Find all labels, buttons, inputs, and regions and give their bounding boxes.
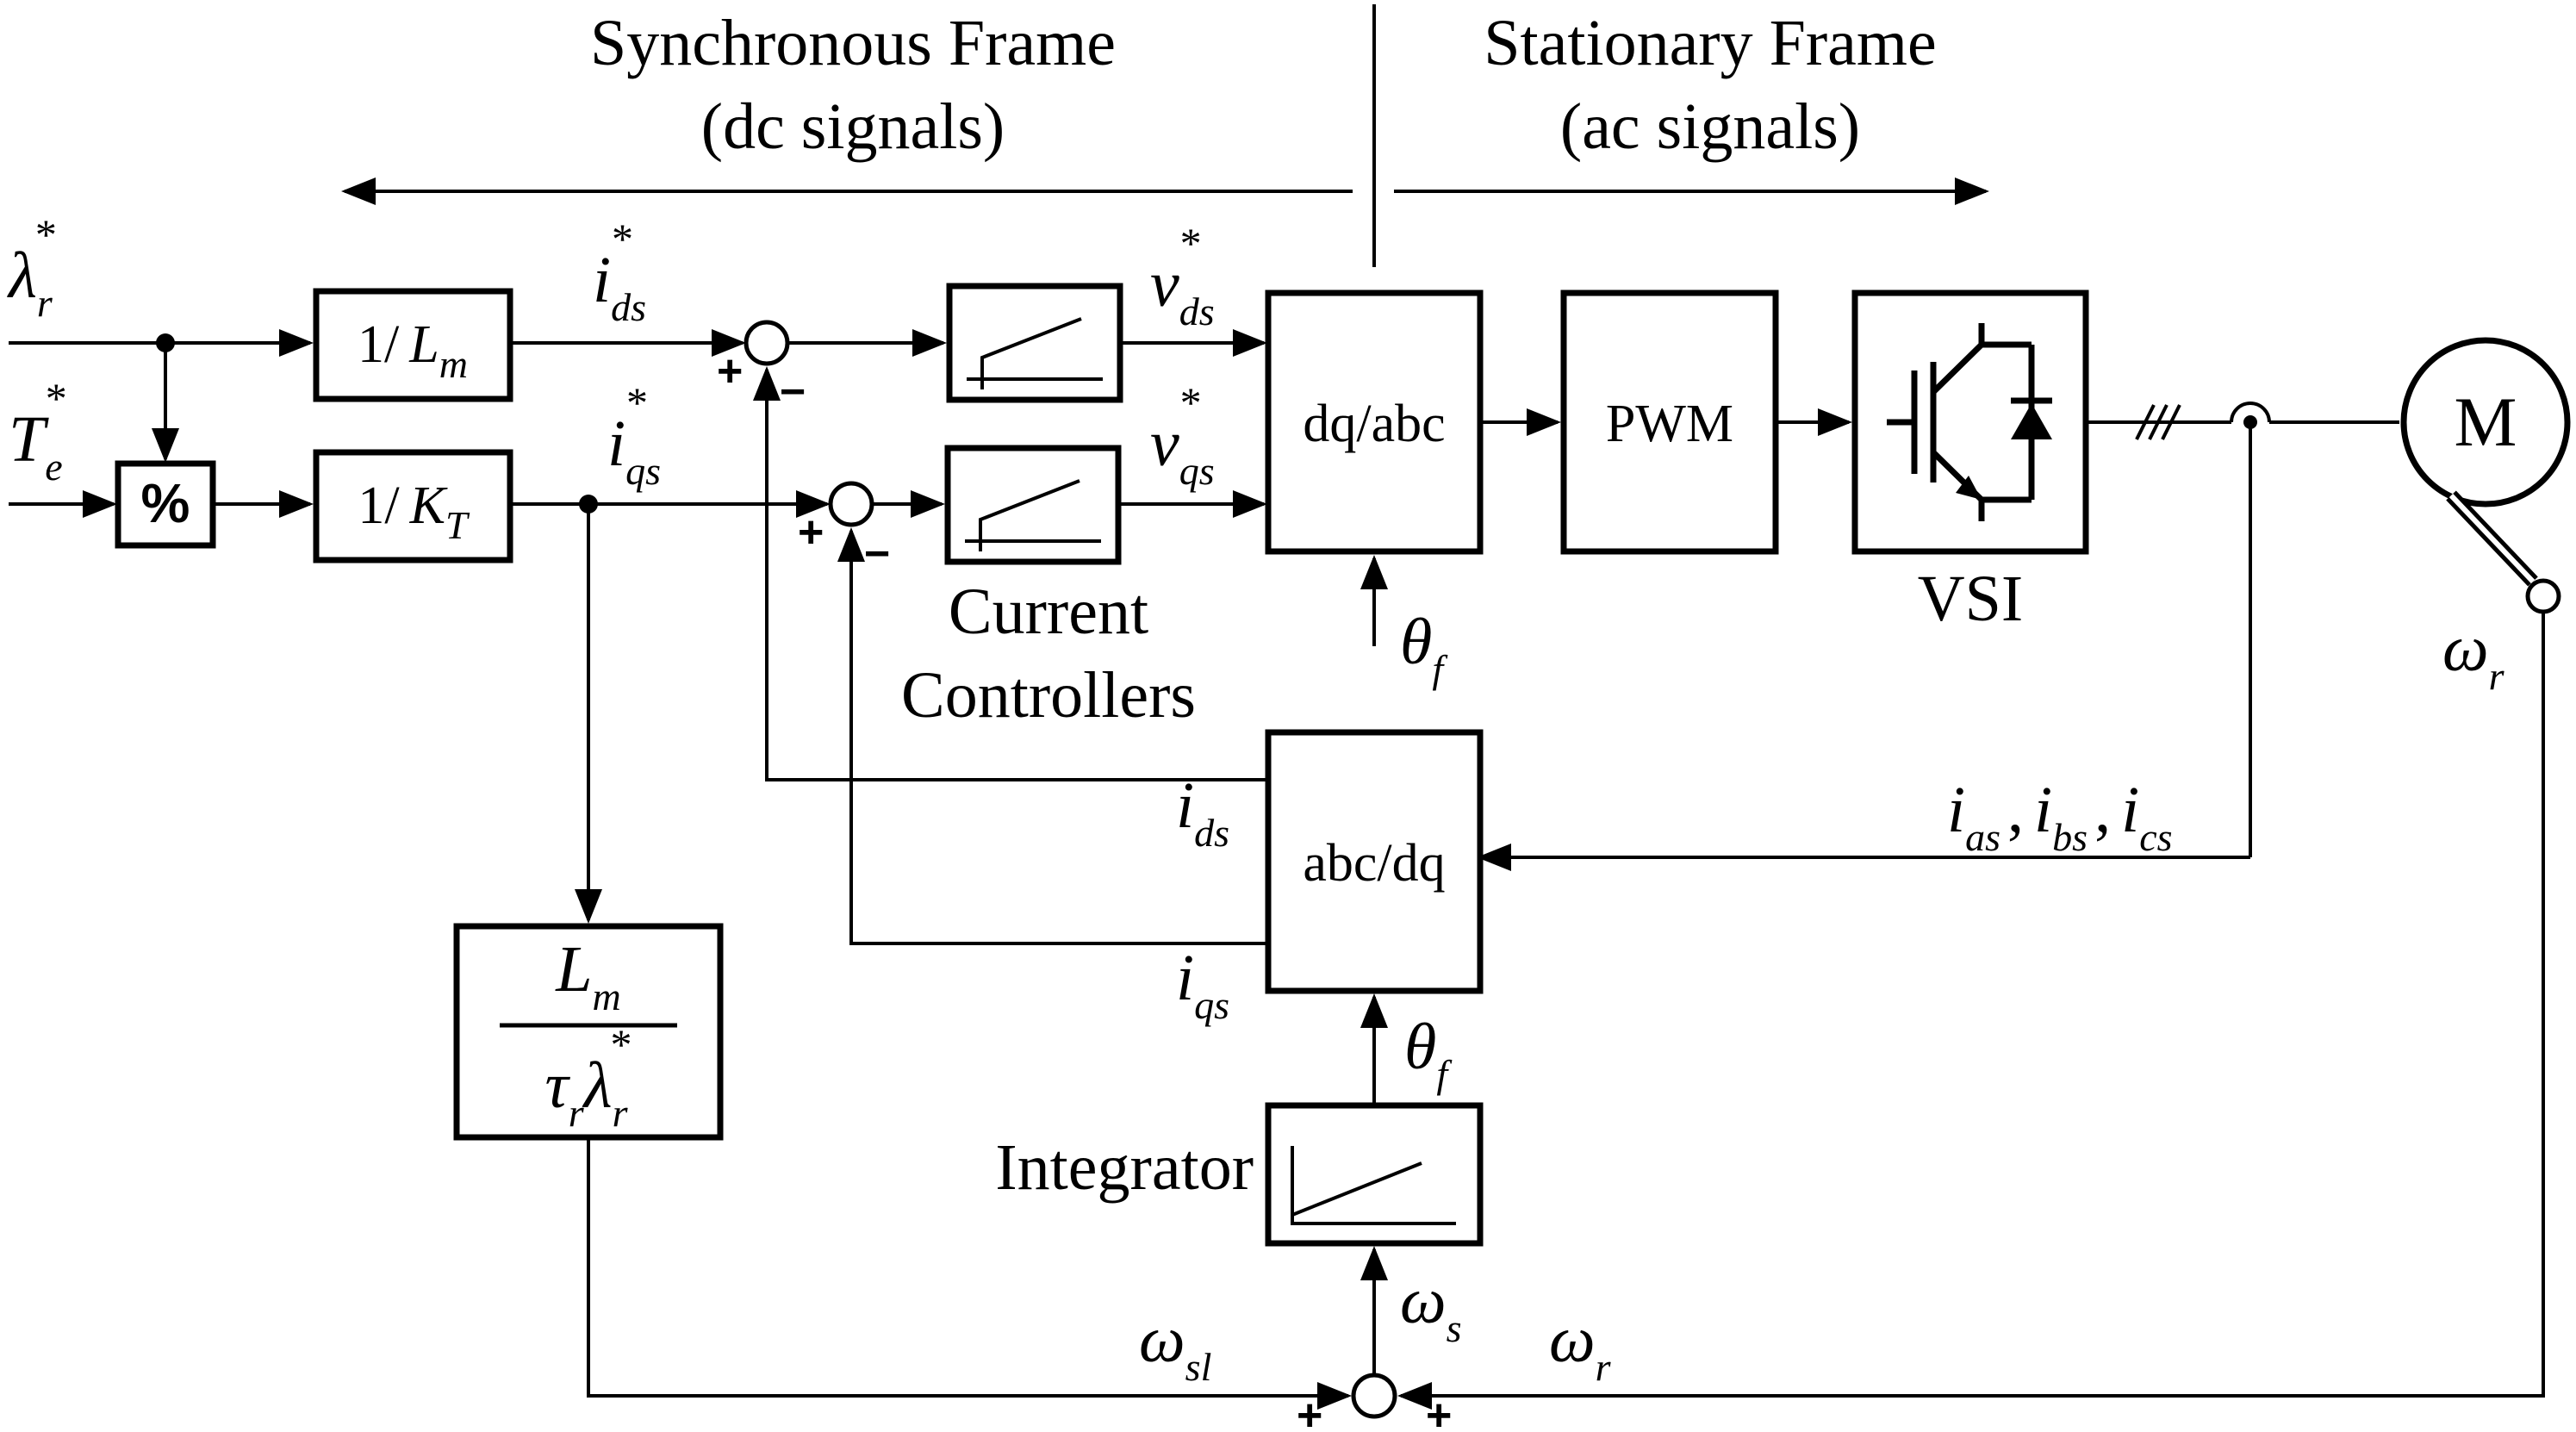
q-axis-summing-junction [828,481,874,527]
omega-s-label: ωs [1400,1265,1462,1350]
diode-triangle [2011,403,2052,439]
d-controller-pi-curve [980,317,1082,389]
te-star-label: Te* [9,374,67,489]
igbt-emitter-arrow [1956,476,1982,500]
integrator-label: Integrator [995,1131,1254,1204]
motor-circle [2400,337,2571,507]
slip-denominator: τrλr* [545,1020,632,1135]
abc-to-dq-label: abc/dq [1303,834,1445,893]
q-sum-plus-sign: + [798,507,824,557]
pwm-block [1560,290,1779,555]
synchronous-frame-subtitle: (dc signals) [701,90,1005,163]
ids-star-label: ids* [593,215,646,329]
omega-sl-wire [587,1137,1352,1410]
motor-shaft-core [2448,493,2536,584]
d-sum-minus-sign: − [780,367,806,417]
iqs-star-label: iqs* [607,378,661,493]
phase-currents-label: ias,ibs,ics [1947,774,2173,859]
dq-to-abc-label: dq/abc [1303,395,1445,453]
q-sum-minus-sign: − [864,529,890,579]
bottom-sum-plus-left: + [1297,1391,1322,1432]
inverse-lm-block [313,288,513,402]
pwm-label: PWM [1606,395,1733,453]
vds-star-label: vds* [1150,219,1215,333]
d-axis-summing-junction [744,320,790,366]
vsi-label: VSI [1918,563,2023,635]
vqs-star-label: vqs* [1150,378,1215,493]
abc-to-dq-block [1265,729,1484,994]
inverse-lm-label: 1/Lm [358,315,468,386]
stationary-frame-subtitle: (ac signals) [1560,90,1860,163]
current-controllers-label-2: Controllers [901,659,1196,732]
omega-r-feedback-wire [1397,612,2545,1410]
lambda-r-star-label: λr* [7,210,57,325]
igbt-diode-icon [1887,323,2052,521]
iqs-feedback-wire [837,527,1268,945]
omega-sl-label: ωsl [1139,1304,1211,1389]
q-controller-pi-curve [979,479,1080,551]
integrator-ramp-icon [1291,1161,1422,1217]
ids-feedback-wire [753,366,1268,781]
theta-f-top-label: θf [1400,606,1448,691]
slip-numerator: Lm [555,933,621,1018]
stationary-frame-title: Stationary Frame [1484,7,1937,79]
d-sum-plus-sign: + [717,346,743,396]
motor-label: M [2455,383,2517,461]
omega-r-bottom-label: ωr [1549,1304,1612,1389]
dq-to-abc-block [1265,290,1484,555]
d-axis-current-controller [946,283,1123,403]
ids-feedback-label: ids [1176,769,1229,855]
q-axis-current-controller [944,445,1122,565]
iqs-feedback-label: iqs [1176,942,1229,1027]
integrator-axis-icon [1291,1146,1456,1225]
current-controllers-label-1: Current [949,576,1148,648]
synchronous-frame-title: Synchronous Frame [590,7,1116,79]
inverse-kt-label: 1/KT [358,476,470,547]
wire-crossover-hop [2230,402,2271,423]
slip-summing-junction [1351,1373,1397,1419]
speed-sensor [2525,578,2561,614]
inverse-kt-block [313,449,513,563]
three-phase-marker [2135,404,2181,440]
omega-r-motor-label: ωr [2442,613,2505,698]
theta-f-mid-label: θf [1404,1011,1453,1096]
divider-symbol: % [141,472,190,534]
